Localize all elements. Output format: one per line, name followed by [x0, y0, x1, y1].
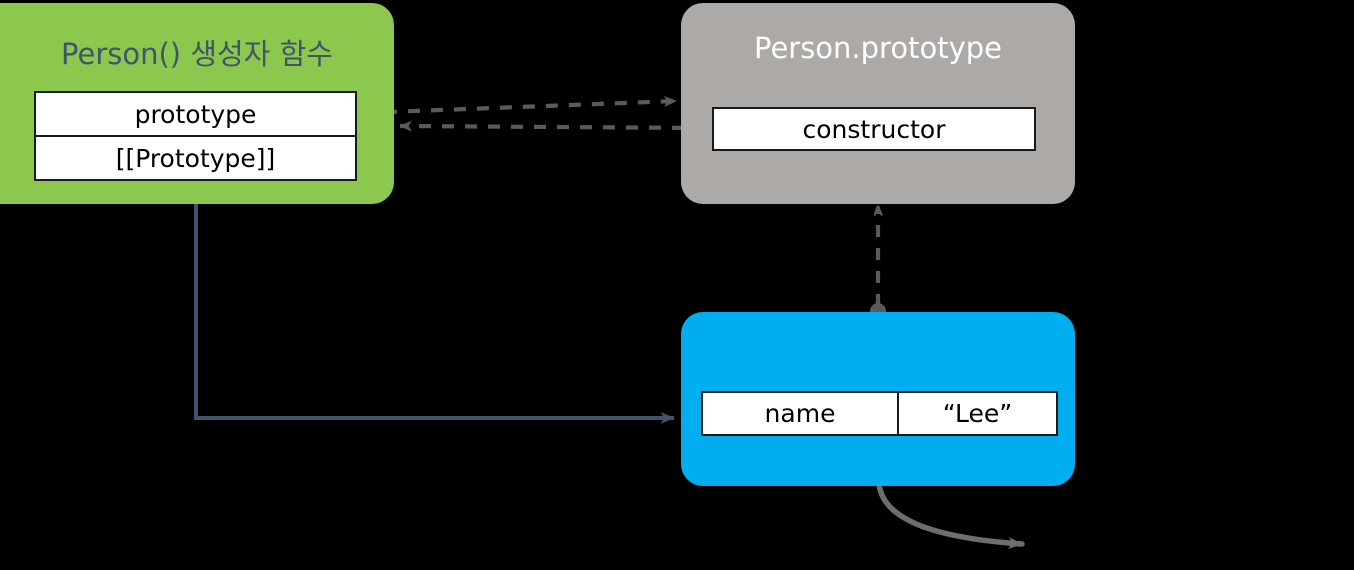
constructor-function-property-table: prototype [[Prototype]]: [34, 91, 357, 181]
connector-prototype-to-prototype-object: [349, 95, 677, 121]
connector-constructor-creates-foo: [194, 204, 675, 424]
node-person-prototype[interactable]: Person.prototype: [681, 3, 1075, 204]
table-row: constructor: [714, 109, 1034, 149]
foo-object-property-table: name “Lee”: [701, 391, 1058, 436]
property-internal-prototype: [[Prototype]]: [115, 143, 276, 173]
table-row: [[Prototype]]: [36, 135, 355, 179]
table-row: prototype: [36, 93, 355, 135]
person-prototype-property-table: constructor: [712, 107, 1036, 151]
property-name-key: name: [764, 399, 836, 428]
node-constructor-function-title: Person() 생성자 함수: [61, 37, 333, 71]
node-person-prototype-title: Person.prototype: [753, 31, 1002, 65]
property-name-value: “Lee”: [897, 393, 1056, 434]
property-prototype: prototype: [134, 99, 257, 129]
table-row: name “Lee”: [703, 393, 1056, 434]
connector-foo-outgoing: [876, 481, 1025, 550]
property-constructor: constructor: [802, 114, 946, 144]
connector-foo-to-prototype: [870, 207, 886, 319]
connector-constructor-to-constructor-function: [399, 120, 720, 136]
